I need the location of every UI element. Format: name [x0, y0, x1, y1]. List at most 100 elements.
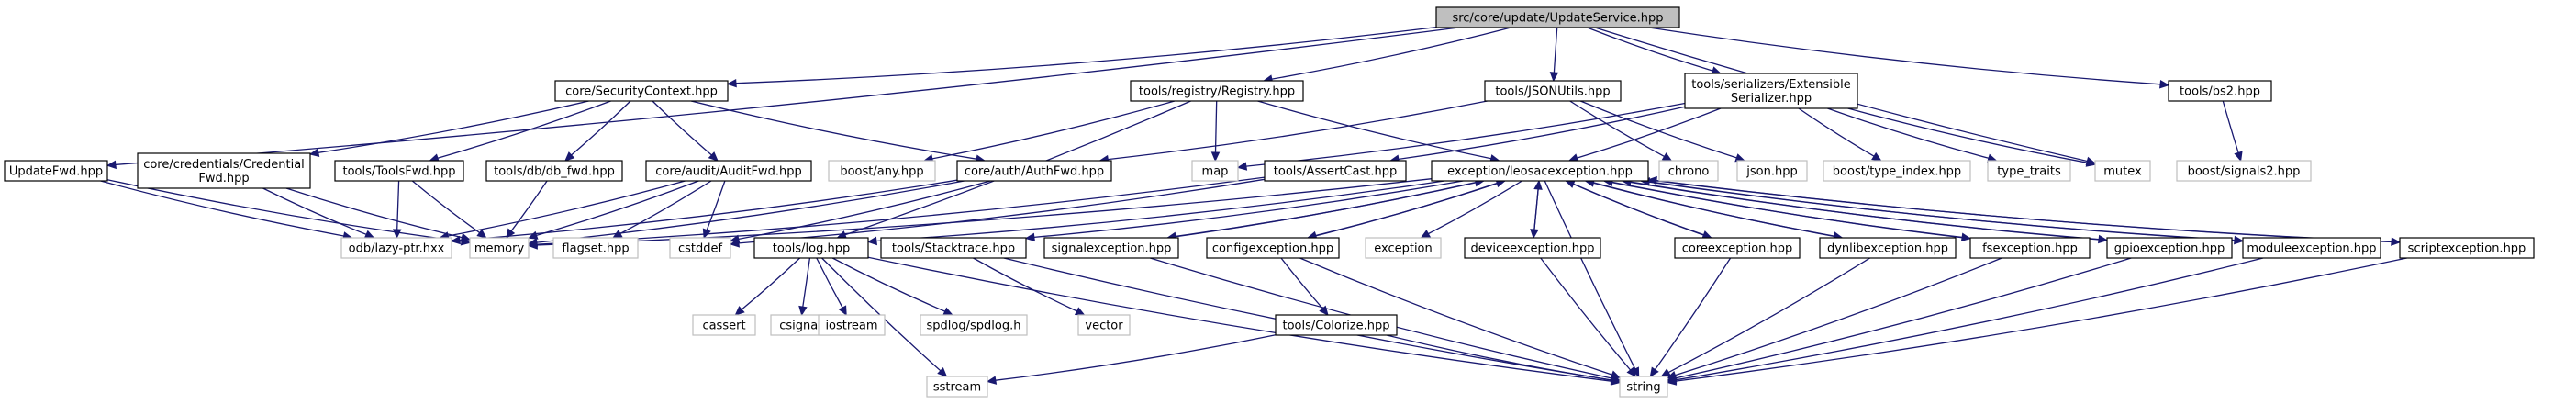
edge-securitycontext-to-auditfwd [652, 100, 719, 162]
edge-line [106, 179, 463, 242]
node-fsexc[interactable]: fsexception.hpp [1969, 237, 2091, 259]
node-root[interactable]: src/core/update/UpdateService.hpp [1435, 6, 1680, 28]
node-dbfwd[interactable]: tools/db/db_fwd.hpp [485, 160, 623, 182]
edge-line [875, 180, 1445, 242]
edge-line [285, 187, 463, 239]
node-signalexc[interactable]: signalexception.hpp [1043, 237, 1179, 259]
node-auditfwd[interactable]: core/audit/AuditFwd.hpp [645, 160, 812, 182]
node-dynlibexc[interactable]: dynlibexception.hpp [1819, 237, 1957, 259]
edge-arrowhead [838, 305, 847, 317]
edge-line [115, 27, 1459, 166]
node-stacktrace[interactable]: tools/Stacktrace.hpp [880, 237, 1027, 259]
node-label: iostream [825, 320, 877, 333]
edge-arrowhead [1646, 175, 1657, 185]
edge-arrowhead [1074, 307, 1086, 316]
edge-line [100, 180, 344, 237]
node-box [692, 314, 756, 336]
node-label: tools/Stacktrace.hpp [892, 242, 1015, 256]
node-deviceexc[interactable]: deviceexception.hpp [1464, 237, 1601, 259]
node-registry[interactable]: tools/registry/Registry.hpp [1130, 80, 1304, 102]
edge-registry-to-map [1210, 100, 1221, 163]
edge-arrowhead [798, 305, 808, 317]
edge-arrowhead [527, 241, 538, 250]
edge-line [411, 180, 480, 234]
edge-stacktrace-to-vector [973, 257, 1086, 316]
edge-deviceexc-to-leosac [1533, 179, 1543, 239]
node-moduleexc[interactable]: moduleexception.hpp [2242, 237, 2381, 259]
node-toolsfwd[interactable]: tools/ToolsFwd.hpp [334, 160, 464, 182]
edge-line [1587, 27, 1713, 72]
node-colorize[interactable]: tools/Colorize.hpp [1275, 314, 1398, 336]
node-box [920, 314, 1028, 336]
node-jsonhpp: json.hpp [1736, 160, 1808, 182]
edge-root-to-bs2 [1648, 27, 2170, 89]
edge-auditfwd-to-memory [527, 180, 699, 240]
node-assertcast[interactable]: tools/AssertCast.hpp [1264, 160, 1407, 182]
node-label: UpdateFwd.hpp [9, 165, 103, 179]
edge-arrowhead [942, 307, 953, 316]
edge-arrowhead [2234, 151, 2243, 163]
node-jsonutils[interactable]: tools/JSONUtils.hpp [1484, 80, 1622, 102]
edge-arrowhead [476, 229, 487, 239]
node-cassert: cassert [692, 314, 756, 336]
edge-arrowhead [1649, 366, 1659, 378]
node-vector: vector [1077, 314, 1131, 336]
edge-securitycontext-to-dbfwd [564, 100, 631, 162]
node-label: moduleexception.hpp [2247, 242, 2376, 256]
node-securitycontext[interactable]: core/SecurityContext.hpp [554, 80, 729, 102]
edge-leosac-to-scriptexc [1647, 179, 2402, 246]
edge-line [396, 180, 400, 230]
edge-line [831, 257, 945, 312]
node-extserializer[interactable]: tools/serializers/ExtensibleSerializer.h… [1684, 73, 1858, 109]
edge-arrowhead [729, 239, 740, 248]
edge-line [1540, 257, 1632, 371]
edge-line [536, 180, 965, 243]
node-box [469, 237, 530, 259]
edge-line [738, 180, 991, 241]
edge-configexc-to-colorize [1280, 257, 1329, 316]
node-sstream: sstream [926, 376, 988, 398]
node-label: tools/registry/Registry.hpp [1139, 85, 1295, 99]
node-leosac[interactable]: exception/leosacexception.hpp [1431, 160, 1649, 182]
edge-arrowhead [986, 376, 998, 385]
node-box [1365, 237, 1442, 259]
edge-line [510, 180, 548, 232]
edge-coreexc-to-string [1649, 257, 1732, 378]
node-label: tools/JSONUtils.hpp [1495, 85, 1610, 99]
edge-root-to-extserializer [1587, 27, 1722, 75]
node-log[interactable]: tools/log.hpp [753, 237, 869, 259]
node-box [340, 237, 452, 259]
node-authfwd[interactable]: core/auth/AuthFwd.hpp [956, 160, 1112, 182]
edge-line [821, 257, 942, 372]
edge-toolsfwd-to-lazyptr [392, 180, 402, 240]
edge-line [1630, 181, 2108, 241]
node-bs2[interactable]: tools/bs2.hpp [2168, 80, 2272, 102]
edge-auditfwd-to-cstddef [702, 180, 726, 240]
edge-arrowhead [708, 152, 719, 162]
node-configexc[interactable]: configexception.hpp [1206, 237, 1340, 259]
node-scriptexc[interactable]: scriptexception.hpp [2399, 237, 2535, 259]
edge-updatefwd-to-lazyptr [100, 180, 353, 241]
edge-line [536, 176, 1266, 245]
node-label: cstddef [678, 242, 723, 256]
edge-arrowhead [1610, 376, 1622, 385]
node-updatefwd[interactable]: UpdateFwd.hpp [4, 160, 108, 182]
edge-arrowhead [308, 148, 320, 157]
edge-arrowhead [1420, 230, 1432, 239]
edge-scriptexc-to-string [1666, 257, 2407, 386]
node-box [1736, 160, 1808, 182]
node-lazyptr: odb/lazy-ptr.hxx [340, 237, 452, 259]
edge-line [318, 100, 589, 153]
edge-credentialfwd-to-memory [285, 187, 472, 242]
edge-moduleexc-to-string [1666, 257, 2264, 385]
node-coreexc[interactable]: coreexception.hpp [1674, 237, 1801, 259]
edge-line [1667, 257, 1870, 374]
node-cstddef: cstddef [669, 237, 731, 259]
node-gpioexc[interactable]: gpioexception.hpp [2106, 237, 2233, 259]
node-box [1130, 80, 1304, 102]
edge-arrowhead [1533, 179, 1543, 190]
edge-line [1577, 107, 1722, 159]
node-label: boost/any.hpp [840, 165, 923, 179]
edge-line [1245, 102, 1686, 167]
